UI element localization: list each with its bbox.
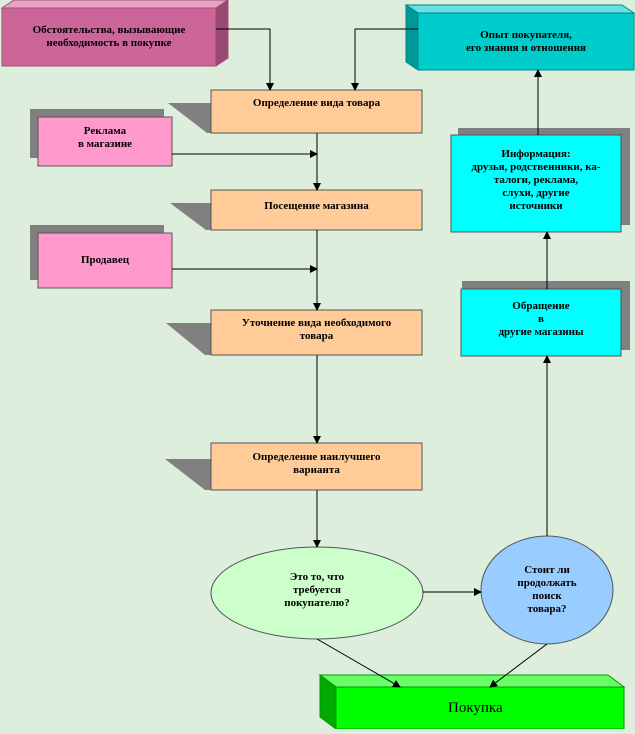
connectors bbox=[172, 28, 551, 688]
salesperson-box bbox=[37, 232, 173, 289]
information-box bbox=[450, 134, 622, 233]
purchase-box-3d bbox=[318, 674, 626, 730]
shadow-advertising bbox=[30, 109, 164, 119]
arrow-decision-to-purchase bbox=[316, 638, 401, 688]
refine-product-box bbox=[210, 309, 423, 356]
shadow-salesperson-side bbox=[30, 225, 40, 280]
other-stores-box bbox=[460, 288, 622, 357]
shadow-store-visit bbox=[170, 203, 211, 230]
continue-search-ellipse bbox=[480, 535, 614, 645]
is-it-needed-ellipse bbox=[210, 546, 424, 640]
advertising-box bbox=[37, 116, 173, 167]
shadow-advertising-side bbox=[30, 109, 40, 158]
define-product-box bbox=[210, 89, 423, 134]
shadow-other-stores bbox=[462, 281, 630, 350]
shadow-salesperson bbox=[30, 225, 164, 235]
shadow-define-product bbox=[168, 103, 211, 133]
arrow-experience-to-define bbox=[351, 28, 418, 91]
shadow-best-option bbox=[165, 459, 211, 490]
arrow-continue-to-purchase bbox=[489, 643, 548, 688]
arrow-circumstances-to-define bbox=[216, 28, 274, 91]
store-visit-box bbox=[210, 189, 423, 231]
shadow-refine-product bbox=[166, 323, 211, 355]
experience-box-3d bbox=[404, 4, 635, 71]
circumstances-box-3d bbox=[0, 0, 229, 67]
best-option-box bbox=[210, 442, 423, 491]
